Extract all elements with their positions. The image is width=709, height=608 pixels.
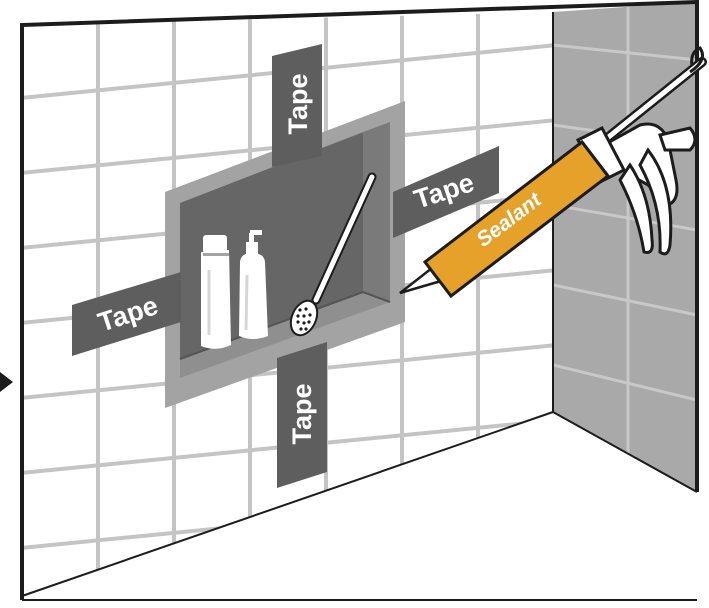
shampoo-bottle-icon <box>201 235 231 349</box>
arrow-icon <box>0 372 13 392</box>
tape-top-label: Tape <box>283 73 313 134</box>
niche-right-side <box>363 122 390 302</box>
bath-brush-icon <box>289 172 377 337</box>
tape-left: Tape <box>72 272 181 356</box>
tape-bottom-label: Tape <box>287 383 317 444</box>
floor <box>22 412 697 608</box>
tape-bottom: Tape <box>277 342 327 488</box>
pump-bottle-icon <box>239 230 268 339</box>
floor-edge <box>21 411 554 597</box>
niche-shelf <box>180 292 390 378</box>
tape-top: Tape <box>272 44 322 167</box>
wall-outline <box>20 0 699 600</box>
